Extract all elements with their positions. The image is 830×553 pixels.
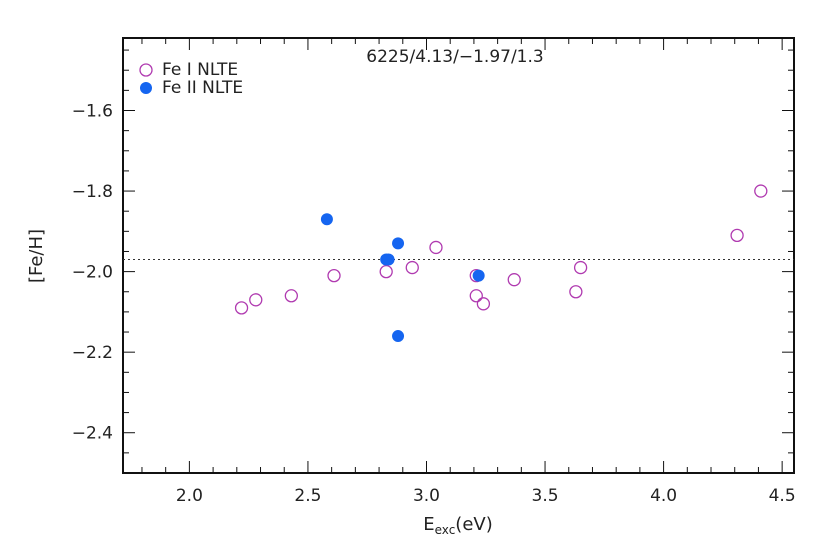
x-tick-label: 4.5 (769, 486, 796, 506)
x-tick-label: 2.5 (294, 486, 321, 506)
fe1-point (469, 289, 483, 303)
fe1-point (405, 260, 419, 275)
fe1-point (234, 301, 249, 315)
fe1-point (429, 240, 443, 255)
tick-labels: 2.0 2.5 3.0 3.5 4.0 4.5 −2.4 −2.2 −2.0 −1.8 −1.6 (72, 102, 796, 507)
fe2-point (320, 213, 333, 226)
x-axis-title-main: E (423, 514, 434, 535)
legend: Fe I NLTE Fe II NLTE (139, 60, 243, 98)
fe2-point (472, 269, 485, 282)
legend-marker-fe2 (140, 82, 152, 94)
plot-frame (122, 37, 795, 474)
fe1-point (569, 285, 583, 299)
fe2-point (392, 237, 405, 250)
legend-label-fe1: Fe I NLTE (162, 60, 238, 80)
fe1-point (573, 260, 588, 275)
x-axis-title-sub: exc (435, 523, 456, 537)
fe1-point (327, 268, 341, 283)
x-tick-label: 2.0 (176, 486, 203, 506)
data-points (234, 184, 768, 343)
fe2-point (382, 253, 395, 266)
y-tick-label: −2.4 (72, 424, 113, 444)
fe1-point (754, 184, 768, 198)
x-tick-label: 3.5 (532, 486, 559, 506)
chart-title: 6225/4.13/−1.97/1.3 (366, 47, 543, 67)
fe1-point (249, 293, 263, 307)
y-tick-label: −2.2 (72, 343, 113, 363)
x-tick-label: 4.0 (650, 486, 677, 506)
fe1-point (284, 289, 298, 303)
fe1-point (730, 228, 744, 243)
x-tick-label: 3.0 (413, 486, 440, 506)
x-axis-title: Eexc(eV) (423, 514, 492, 537)
legend-marker-fe1 (139, 63, 153, 77)
fe2-point (392, 330, 405, 343)
fe1-point (379, 264, 393, 279)
fe1-point (507, 273, 521, 287)
y-axis-title: [Fe/H] (26, 229, 47, 283)
legend-label-fe2: Fe II NLTE (162, 78, 243, 98)
y-tick-label: −1.6 (72, 102, 113, 122)
fe1-point (476, 297, 491, 311)
x-axis-title-unit: (eV) (455, 514, 492, 535)
y-tick-label: −2.0 (72, 263, 113, 283)
ticks (123, 38, 794, 474)
y-tick-label: −1.8 (72, 182, 113, 202)
